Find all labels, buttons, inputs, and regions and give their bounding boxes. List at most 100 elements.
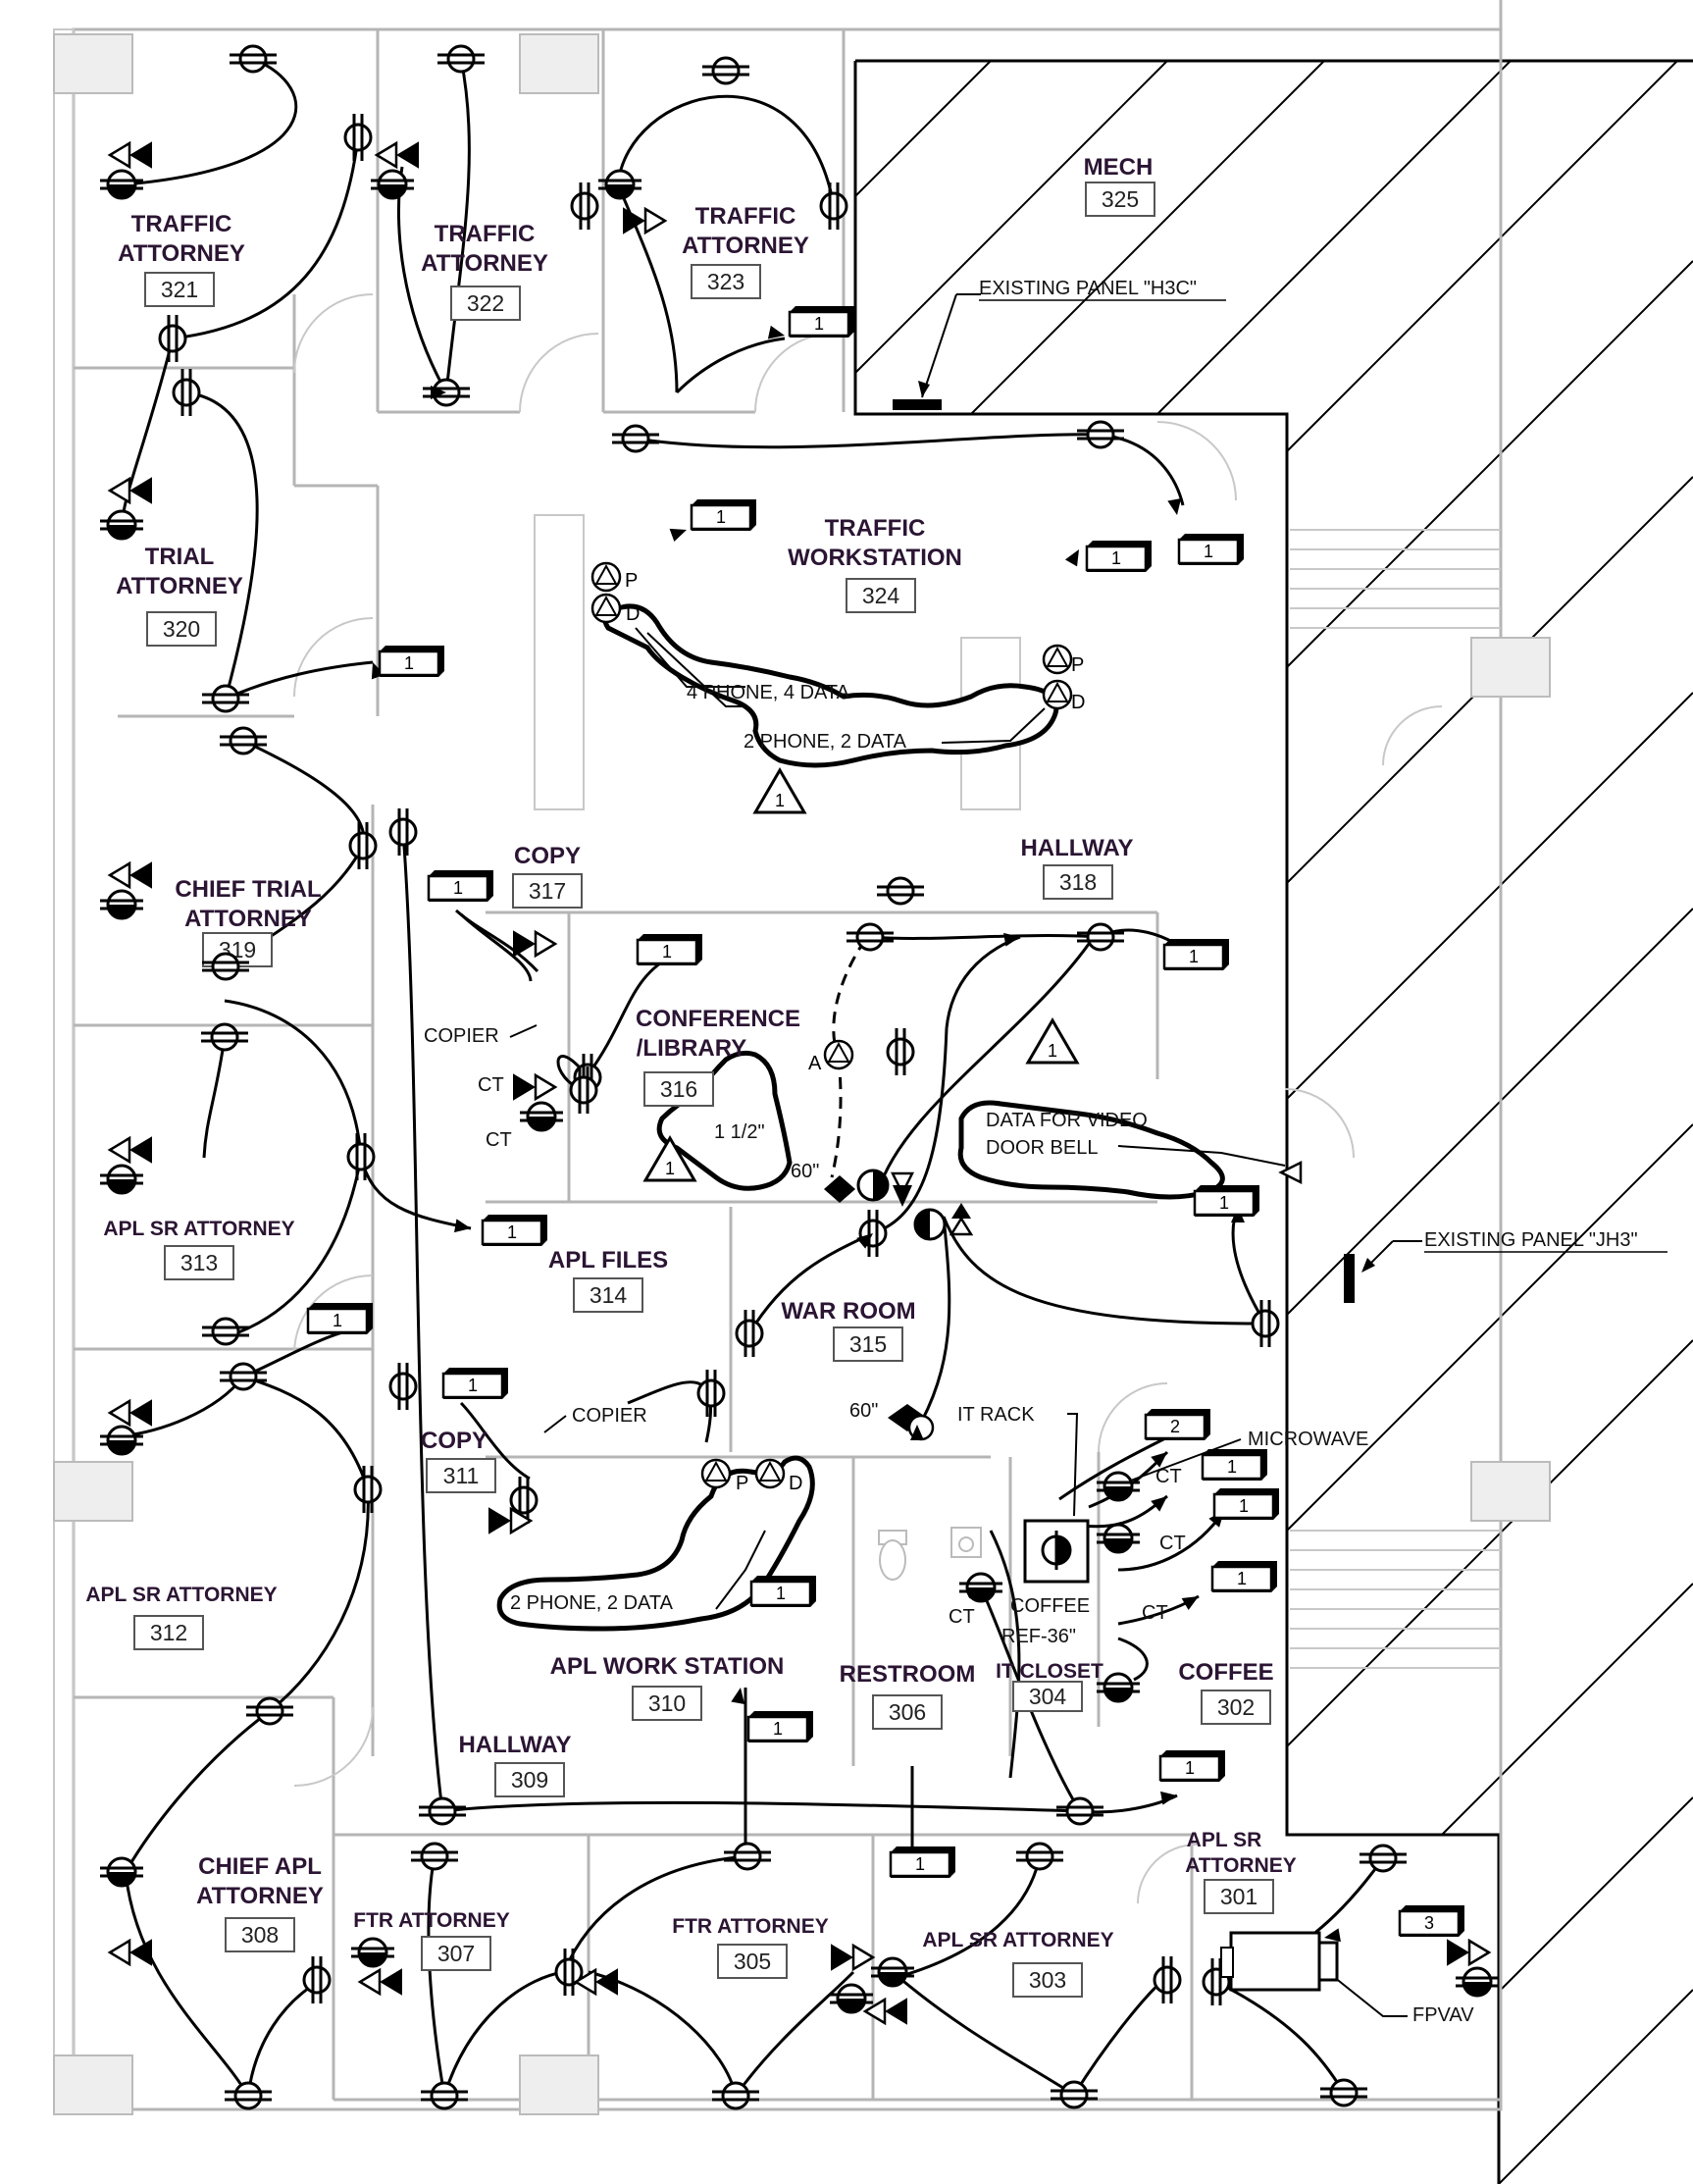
- floor-data-box-icon: [823, 1039, 854, 1070]
- data-outlet-icon: [107, 140, 152, 170]
- svg-text:3: 3: [1424, 1913, 1434, 1933]
- data-outlet-icon: [862, 1997, 907, 2026]
- room-309: HALLWAY 309: [458, 1732, 572, 1797]
- svg-text:1: 1: [453, 878, 463, 898]
- homerun-arrow-icon: [1324, 1928, 1341, 1943]
- svg-text:CONFERENCE: CONFERENCE: [636, 1006, 800, 1032]
- svg-text:1: 1: [665, 1159, 675, 1178]
- svg-text:COPY: COPY: [514, 843, 581, 869]
- note-video-1: DATA FOR VIDEO: [986, 1110, 1148, 1131]
- note-p-3: P: [736, 1473, 748, 1494]
- svg-text:1: 1: [662, 942, 672, 962]
- note-p-2: P: [1071, 654, 1084, 676]
- data-outlet-icon: [374, 140, 419, 170]
- duplex-receptacle-icon: [202, 1317, 249, 1346]
- existing-panel-h3c: EXISTING PANEL "H3C": [893, 278, 1226, 410]
- sink-icon: [950, 1527, 982, 1558]
- data-outlet-icon: [513, 1072, 558, 1102]
- homerun-arrow-icon: [1064, 549, 1079, 567]
- svg-text:COFFEE: COFFEE: [1178, 1659, 1273, 1686]
- fpvav-unit-icon: [1220, 1931, 1339, 1992]
- room-320: TRIAL ATTORNEY 320: [116, 544, 243, 647]
- svg-text:APL SR ATTORNEY: APL SR ATTORNEY: [103, 1218, 294, 1240]
- svg-text:TRAFFIC: TRAFFIC: [131, 211, 232, 237]
- homerun-arrow-icon: [1181, 1596, 1199, 1611]
- counter-receptacle-icon: [100, 509, 143, 541]
- svg-text:APL FILES: APL FILES: [548, 1247, 668, 1274]
- note-ct-1: CT: [478, 1074, 504, 1096]
- data-outlet-icon: [107, 476, 152, 505]
- svg-text:302: 302: [1217, 1694, 1255, 1720]
- room-314: APL FILES 314: [548, 1247, 668, 1313]
- duplex-receptacle-icon: [201, 1022, 248, 1052]
- duplex-receptacle-icon: [724, 1842, 771, 1871]
- svg-text:TRAFFIC: TRAFFIC: [435, 221, 536, 247]
- counter-receptacle-icon: [1097, 1523, 1140, 1554]
- circuit-tag: 1: [481, 1215, 547, 1246]
- svg-text:APL SR: APL SR: [1187, 1829, 1262, 1851]
- homerun-arrow-icon: [767, 325, 785, 339]
- floor-box-icon: [824, 1169, 915, 1207]
- circuit-tag: 1: [889, 1846, 955, 1878]
- counter-receptacle-icon: [1097, 1672, 1140, 1703]
- room-318: HALLWAY 318: [1020, 835, 1134, 900]
- svg-text:308: 308: [241, 1922, 279, 1948]
- svg-text:IT CLOSET: IT CLOSET: [996, 1660, 1103, 1683]
- duplex-receptacle-icon: [346, 1133, 376, 1180]
- svg-text:320: 320: [163, 616, 200, 642]
- duplex-receptacle-icon: [353, 1466, 383, 1513]
- room-321: TRAFFIC ATTORNEY 321: [118, 211, 245, 307]
- svg-text:321: 321: [161, 277, 198, 302]
- floor-data-box-icon: [754, 1458, 786, 1489]
- note-p-1: P: [625, 570, 638, 592]
- duplex-receptacle-icon: [819, 182, 848, 230]
- room-322: TRAFFIC ATTORNEY 322: [421, 221, 548, 321]
- homerun-arrow-icon: [431, 386, 446, 399]
- note-microwave: MICROWAVE: [1248, 1429, 1368, 1450]
- room-313: APL SR ATTORNEY 313: [103, 1218, 295, 1280]
- svg-text:314: 314: [590, 1282, 628, 1308]
- data-outlet-icon: [623, 206, 668, 235]
- svg-text:2: 2: [1170, 1417, 1180, 1436]
- room-308: CHIEF APL ATTORNEY 308: [196, 1853, 324, 1952]
- svg-text:1: 1: [468, 1376, 478, 1395]
- duplex-receptacle-icon: [1251, 1300, 1280, 1347]
- existing-panel-jh3: EXISTING PANEL "JH3": [1344, 1229, 1667, 1303]
- note-height-60b: 60": [849, 1400, 878, 1422]
- room-315: WAR ROOM 315: [781, 1298, 916, 1362]
- circuit-tag: 1: [427, 870, 493, 902]
- svg-text:CHIEF APL: CHIEF APL: [198, 1853, 322, 1880]
- counter-receptacle-icon: [1456, 1966, 1499, 1998]
- svg-text:304: 304: [1029, 1684, 1067, 1709]
- circuit-tag: 1: [1201, 1449, 1267, 1481]
- svg-text:HALLWAY: HALLWAY: [1020, 835, 1133, 861]
- svg-text:1: 1: [1185, 1758, 1195, 1778]
- note-ct-3: CT: [949, 1606, 975, 1628]
- svg-text:307: 307: [437, 1941, 475, 1966]
- svg-text:1: 1: [814, 314, 824, 334]
- counter-receptacle-icon: [1097, 1471, 1140, 1502]
- duplex-receptacle-icon: [388, 808, 418, 856]
- duplex-receptacle-icon: [172, 369, 201, 416]
- note-video-2: DOOR BELL: [986, 1137, 1098, 1159]
- circuit-tag: 1: [749, 1576, 816, 1607]
- data-outlet-icon: [488, 1506, 534, 1535]
- svg-text:306: 306: [889, 1699, 926, 1725]
- note-it-rack: IT RACK: [957, 1404, 1035, 1426]
- note-fpvav: FPVAV: [1412, 2004, 1474, 2026]
- note-2phone-a: 2 PHONE, 2 DATA: [744, 731, 907, 753]
- svg-text:311: 311: [443, 1463, 480, 1488]
- svg-text:1: 1: [333, 1311, 342, 1330]
- duplex-receptacle-icon: [158, 315, 187, 362]
- svg-text:ATTORNEY: ATTORNEY: [196, 1883, 324, 1909]
- revision-triangles: 1 1 1: [642, 767, 1080, 1182]
- note-height-112: 1 1/2": [714, 1121, 765, 1143]
- homerun-arrow-icon: [1003, 932, 1020, 947]
- room-306: RESTROOM 306: [840, 1661, 975, 1730]
- duplex-receptacle-icon: [1056, 1796, 1103, 1826]
- note-4phone: 4 PHONE, 4 DATA: [687, 682, 850, 703]
- svg-text:309: 309: [511, 1767, 548, 1793]
- circuit-tag: 1: [1210, 1561, 1277, 1592]
- note-2phone-b: 2 PHONE, 2 DATA: [510, 1592, 674, 1614]
- circuit-tag: 1: [636, 934, 702, 965]
